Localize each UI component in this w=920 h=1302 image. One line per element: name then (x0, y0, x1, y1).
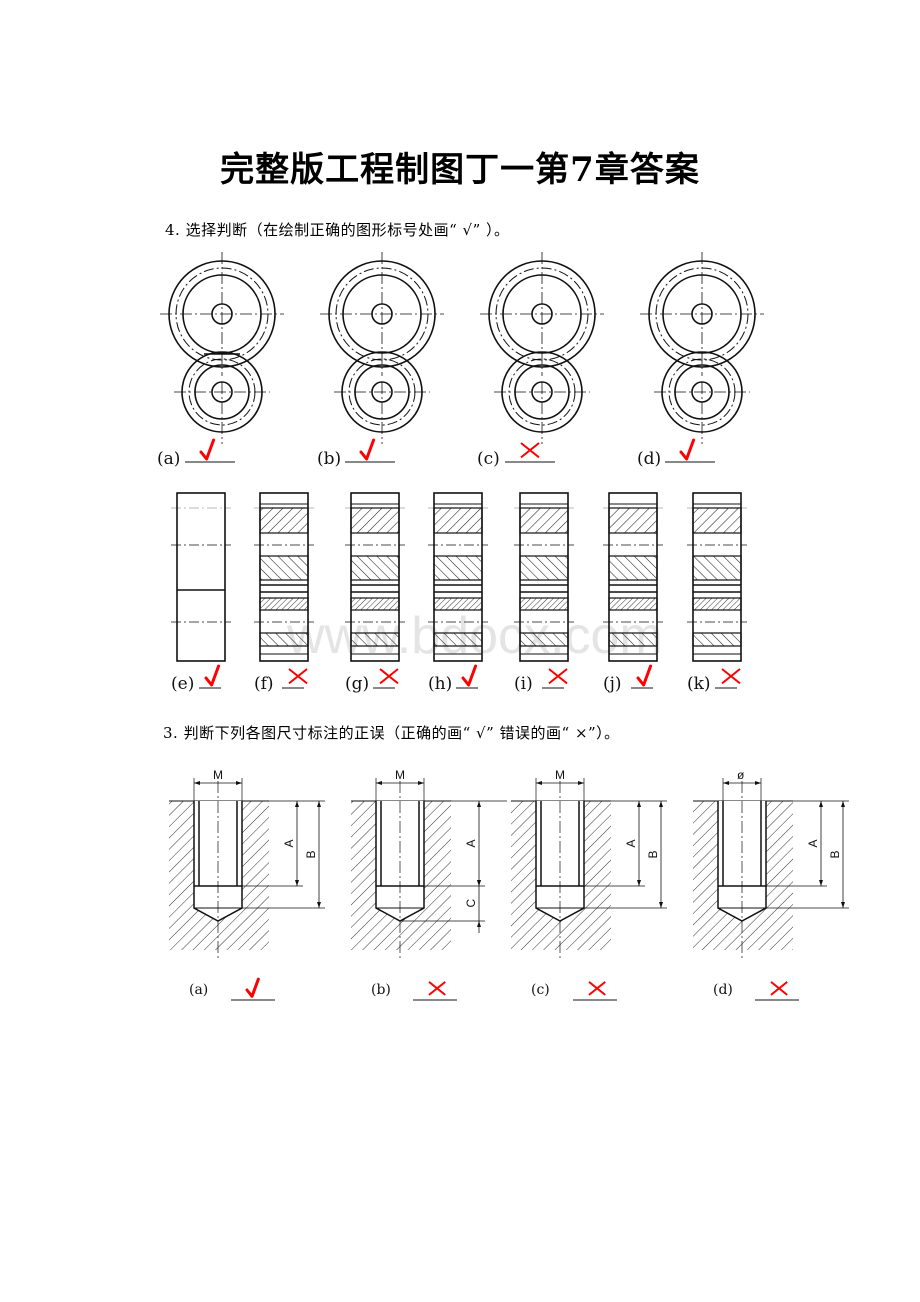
thread-label-b: (b) (371, 982, 391, 998)
page-title: 完整版工程制图丁一第7章答案 (220, 150, 700, 190)
gear-pair-a: (a) (157, 252, 284, 469)
gear-pair-d: (d) (637, 252, 764, 469)
section-label-k: (k) (687, 674, 711, 694)
dim-b-label: B (646, 850, 660, 858)
thread-label-c: (c) (531, 982, 550, 998)
section-label-e: (e) (171, 674, 194, 694)
thread-hole-c: M AB (c) (511, 768, 667, 1001)
dim-top-label: M (555, 768, 565, 782)
section-mark-g (379, 668, 399, 685)
section-label-j: (j) (603, 674, 622, 694)
thread-hole-d: øAB (d) (693, 768, 849, 1001)
gear-figures: www.bdocx.com (a)(b)(c)(d)(e)(f)(g)(h)(i… (157, 252, 764, 694)
dim-top-label: M (213, 768, 223, 782)
section-mark-k (721, 668, 741, 685)
thread-hole-b: M A C (b) (351, 768, 507, 1001)
dim-b-label: B (828, 850, 842, 858)
gear-mark-b (359, 438, 376, 461)
gear-judgment-section: 4. 选择判断（在绘制正确的图形标号处画“ √” ）。 www.bdocx.co… (157, 208, 775, 704)
thread-label-d: (d) (713, 982, 733, 998)
section-label-f: (f) (254, 674, 274, 694)
dim-c-label: C (464, 899, 478, 908)
thread-mark-b (428, 981, 446, 996)
section-mark-j (636, 664, 653, 687)
gear-section-g: (g) (345, 492, 405, 694)
dim-a-label: A (282, 839, 296, 847)
gear-pair-b: (b) (317, 252, 444, 469)
gear-section-f: (f) (254, 492, 314, 694)
gear-section-j: (j) (603, 492, 663, 694)
gear-section-e: (e) (171, 492, 231, 694)
section-label-h: (h) (428, 674, 452, 694)
thread-mark-c (588, 981, 606, 996)
section-mark-e (204, 664, 221, 687)
thread-label-a: (a) (189, 982, 208, 998)
dim-a-label: A (464, 839, 478, 847)
dim-a-label: A (624, 839, 638, 847)
gear-mark-d (679, 438, 696, 461)
gear-section-k: (k) (687, 492, 747, 694)
section-mark-i (548, 668, 568, 685)
section-label-g: (g) (345, 674, 369, 694)
thread-hole-a: M AB (a) (169, 768, 325, 1001)
gear-pair-c: (c) (477, 252, 604, 469)
dim-b-label: B (304, 850, 318, 858)
section-label-i: (i) (514, 674, 533, 694)
gear-label-c: (c) (477, 449, 500, 469)
dim-top-label: M (395, 768, 405, 782)
section-mark-h (461, 664, 478, 687)
gear-label-b: (b) (317, 449, 341, 469)
thread-mark-d (770, 981, 788, 996)
thread-mark-a (245, 977, 260, 998)
dim-top-label: ø (737, 768, 745, 782)
gear-question: 4. 选择判断（在绘制正确的图形标号处画“ √” ）。 (165, 221, 510, 239)
gear-label-d: (d) (637, 449, 661, 469)
thread-figures: MAB(a)MAC(b)MAB(c)øAB(d) (169, 768, 849, 1001)
gear-section-h: (h) (428, 492, 488, 694)
section-mark-f (288, 668, 308, 685)
gear-section-i: (i) (514, 492, 574, 694)
gear-mark-a (199, 438, 216, 461)
gear-mark-c (520, 442, 540, 459)
thread-question: 3. 判断下列各图尺寸标注的正误（正确的画“ √” 错误的画“ ×”）。 (163, 724, 620, 742)
dim-a-label: A (806, 839, 820, 847)
gear-label-a: (a) (157, 449, 180, 469)
